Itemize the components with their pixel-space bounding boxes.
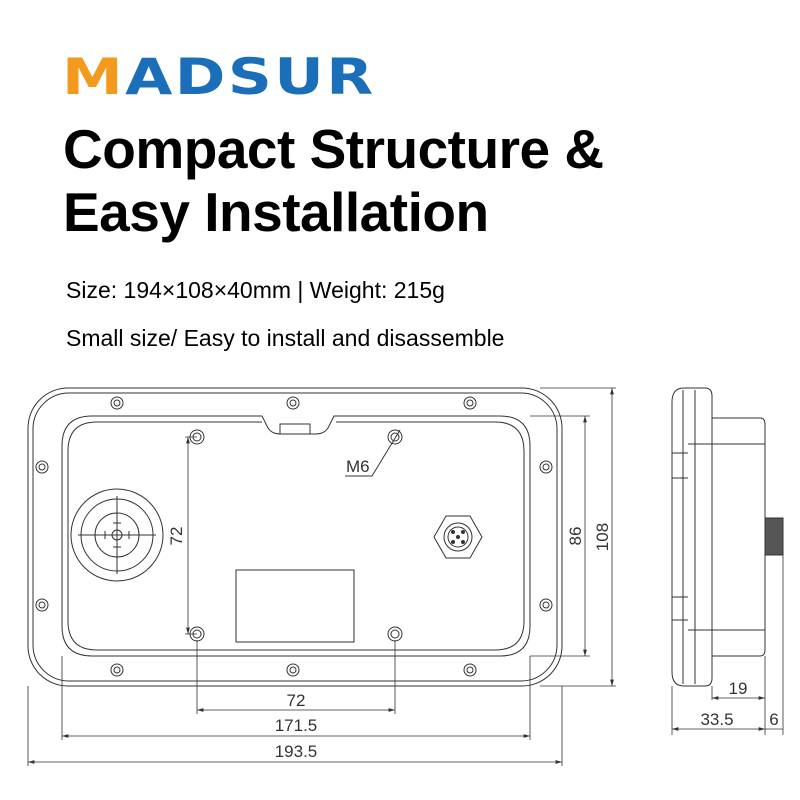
brand-logo: MADSUR [62,52,376,102]
front-dimensions: 72 72 171.5 193.5 86 108 [27,387,616,766]
side-dimensions: 19 33.5 6 [671,555,784,735]
dim-inner-width: 171.5 [275,716,318,735]
dim-connector: 6 [769,710,778,729]
feature-spec: Small size/ Easy to install and disassem… [66,325,505,351]
dim-inner-height: 86 [566,527,585,546]
connector [433,515,483,559]
headline-line-2: Easy Installation [63,181,489,243]
logo-letter: S [227,48,275,106]
dim-outer-width: 193.5 [275,742,318,761]
headline-line-1: Compact Structure & [63,118,604,180]
display-window [235,569,355,643]
dim-body-depth: 19 [729,679,748,698]
inner-panel [61,415,531,657]
logo-letter: A [125,48,175,106]
logo-letter: M [62,48,126,106]
logo-letter: R [326,48,376,106]
mounting-holes [189,429,403,642]
headline: Compact Structure & Easy Installation [63,118,604,244]
side-view [671,387,784,687]
logo-letter: D [174,48,228,106]
bubble-level [70,488,164,582]
flange-screws [35,396,553,677]
thread-connector [764,517,784,556]
thread-label: M6 [346,457,370,476]
dim-total-depth: 33.5 [700,710,733,729]
logo-letter: U [274,48,327,106]
outer-flange [27,387,563,687]
dim-hole-vertical: 72 [167,527,186,546]
dim-outer-height: 108 [593,523,612,551]
front-view: M6 [27,387,563,687]
dim-hole-horizontal: 72 [287,691,306,710]
size-weight-spec: Size: 194×108×40mm | Weight: 215g [66,277,445,303]
